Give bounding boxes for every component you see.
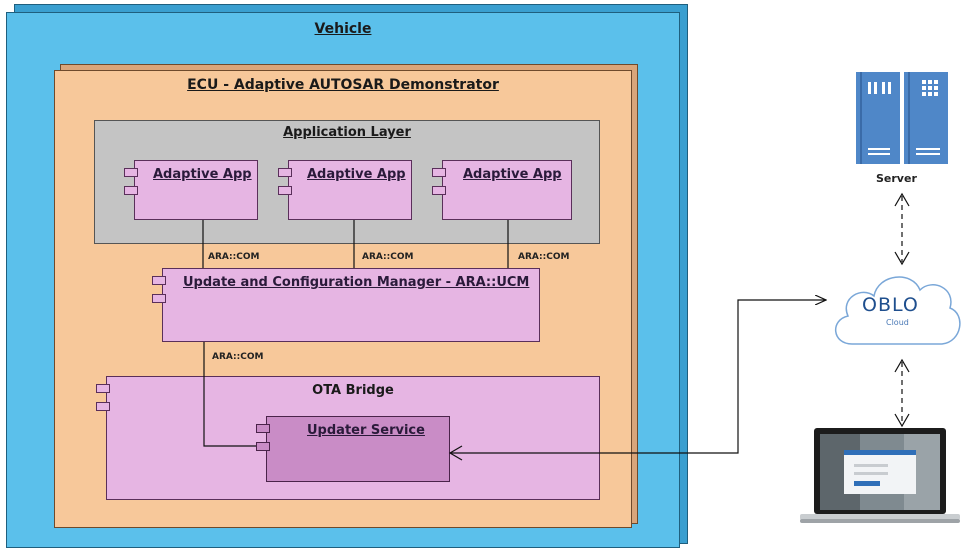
component-icon	[256, 424, 270, 433]
ota-bridge-title: OTA Bridge	[312, 383, 394, 398]
arrowhead-cloud-top	[894, 251, 910, 266]
component-icon	[432, 168, 446, 177]
component-icon	[96, 402, 110, 411]
ucm-title: Update and Configuration Manager - ARA::…	[183, 275, 530, 290]
ara-com-label-app2: ARA::COM	[362, 252, 414, 262]
adaptive-app-1-label: Adaptive App	[153, 167, 252, 182]
component-icon	[152, 276, 166, 285]
ara-com-label-app1: ARA::COM	[208, 252, 260, 262]
arrowhead-laptop	[894, 413, 910, 428]
component-icon	[278, 186, 292, 195]
component-icon	[96, 384, 110, 393]
arrowhead-cloud-bottom	[894, 358, 910, 373]
adaptive-app-3: Adaptive App	[442, 160, 572, 220]
application-layer-title: Application Layer	[283, 125, 411, 140]
adaptive-app-2-label: Adaptive App	[307, 167, 406, 182]
arrowhead-updater	[448, 445, 463, 461]
cloud-subtitle: Cloud	[886, 318, 909, 327]
cloud-icon	[835, 276, 961, 345]
vehicle-title: Vehicle	[314, 21, 372, 37]
laptop-icon	[800, 428, 960, 523]
ara-com-label-app3: ARA::COM	[518, 252, 570, 262]
component-icon	[432, 186, 446, 195]
component-icon	[124, 168, 138, 177]
adaptive-app-2: Adaptive App	[288, 160, 412, 220]
updater-service-title: Updater Service	[307, 423, 425, 438]
adaptive-app-1: Adaptive App	[134, 160, 258, 220]
connector-ucm-updater	[203, 342, 256, 447]
connector-updater-cloud	[450, 300, 826, 454]
adaptive-app-3-label: Adaptive App	[463, 167, 562, 182]
server-label: Server	[876, 172, 917, 185]
component-icon	[152, 294, 166, 303]
updater-service-component: Updater Service	[266, 416, 450, 482]
cloud-logo: OBLO	[862, 294, 919, 316]
component-icon	[124, 186, 138, 195]
ecu-title: ECU - Adaptive AUTOSAR Demonstrator	[187, 77, 499, 93]
arrowhead-server-up	[894, 192, 910, 207]
ara-com-label-ucm-ota: ARA::COM	[212, 352, 264, 362]
component-icon	[278, 168, 292, 177]
component-icon	[256, 442, 270, 451]
ucm-component: Update and Configuration Manager - ARA::…	[162, 268, 540, 342]
server-icon	[856, 72, 948, 164]
